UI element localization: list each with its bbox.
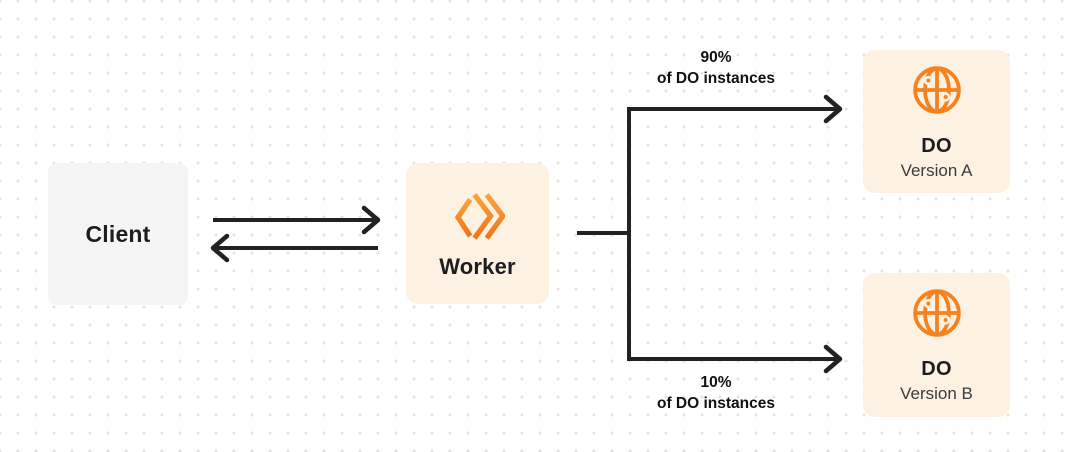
do-a-label: DO — [921, 135, 952, 157]
worker-label: Worker — [439, 254, 516, 279]
branch-connector — [577, 109, 631, 359]
cloudflare-workers-logo-icon — [451, 187, 505, 245]
worker-to-client-arrow — [210, 233, 378, 263]
client-label: Client — [85, 220, 151, 247]
branch-arrow-to-do-b — [627, 344, 843, 374]
node-do-version-a: DO Version A — [863, 50, 1010, 193]
branch-label-90-percent-value: 90% — [700, 49, 732, 66]
branch-arrow-to-do-a — [627, 94, 843, 124]
do-b-label: DO — [921, 358, 952, 380]
branch-label-90-percent-caption: of DO instances — [657, 70, 775, 87]
node-client: Client — [48, 163, 188, 305]
do-b-version-label: Version B — [900, 384, 973, 403]
branch-label-90-percent: 90% of DO instances — [606, 47, 826, 89]
branch-label-10-percent-caption: of DO instances — [657, 395, 775, 412]
globe-icon — [909, 62, 965, 118]
node-do-version-b: DO Version B — [863, 273, 1010, 417]
node-worker: Worker — [406, 163, 549, 304]
branch-label-10-percent: 10% of DO instances — [606, 372, 826, 414]
globe-icon — [909, 285, 965, 341]
do-a-version-label: Version A — [900, 161, 973, 180]
client-to-worker-arrow — [213, 205, 381, 235]
branch-label-10-percent-value: 10% — [700, 374, 732, 391]
